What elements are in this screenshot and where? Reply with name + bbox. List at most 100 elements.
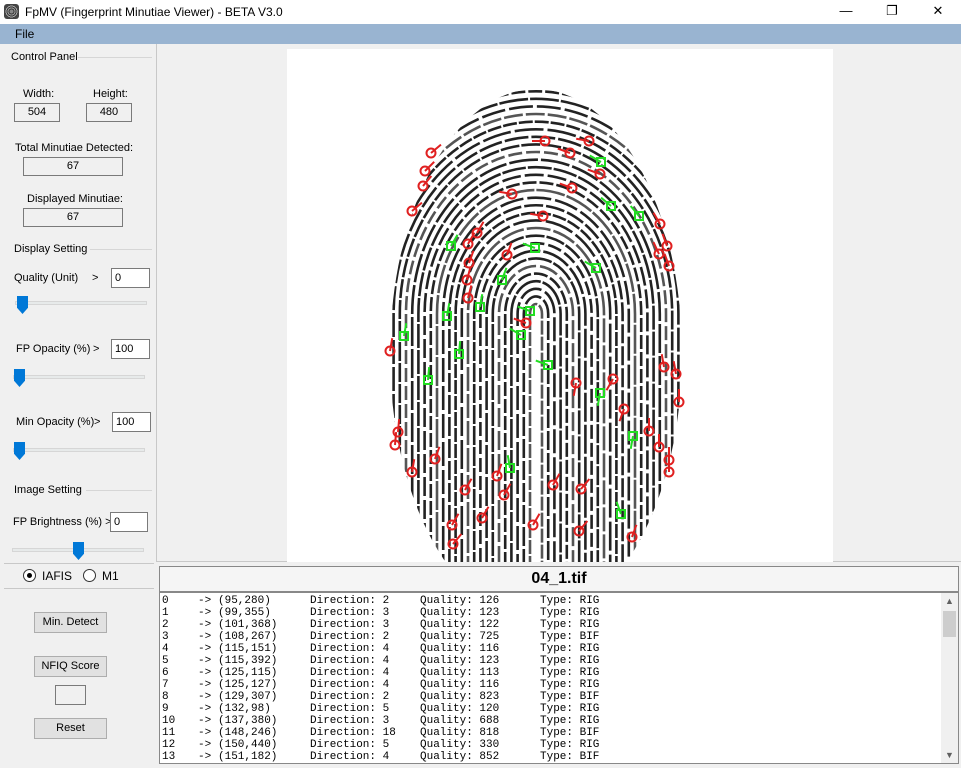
list-cell-dir: Direction: 3 bbox=[310, 715, 390, 727]
bifurcation-marker bbox=[629, 205, 644, 221]
list-cell-coord: (129,307) bbox=[218, 691, 278, 703]
list-cell-id: 6 bbox=[162, 667, 169, 679]
ridge-line bbox=[390, 89, 682, 562]
ridge-ending-marker bbox=[527, 513, 541, 531]
ridge-ending-marker bbox=[547, 473, 561, 491]
list-cell-type: Type: BIF bbox=[540, 727, 600, 739]
list-cell-id: 7 bbox=[162, 679, 169, 691]
ridge-line bbox=[510, 279, 562, 562]
ridge-ending-marker bbox=[461, 267, 473, 286]
list-cell-q: Quality: 688 bbox=[420, 715, 500, 727]
height-value: 480 bbox=[86, 103, 132, 122]
scroll-thumb[interactable] bbox=[943, 611, 956, 637]
list-scrollbar[interactable]: ▲ ▼ bbox=[941, 593, 958, 763]
list-cell-dir: Direction: 5 bbox=[310, 703, 390, 715]
menu-file[interactable]: File bbox=[15, 27, 35, 41]
bifurcation-marker bbox=[522, 242, 540, 253]
list-cell-dir: Direction: 3 bbox=[310, 619, 390, 631]
list-cell-coord: (151,182) bbox=[218, 751, 278, 763]
ridge-ending-marker bbox=[425, 143, 442, 159]
list-cell-type: Type: RIG bbox=[540, 607, 600, 619]
ridge-line bbox=[390, 89, 682, 562]
ridge-ending-marker bbox=[406, 201, 423, 217]
ridge-line bbox=[410, 158, 662, 562]
width-value: 504 bbox=[14, 103, 60, 122]
list-cell-coord: (150,440) bbox=[218, 739, 278, 751]
list-cell-type: Type: BIF bbox=[540, 751, 600, 763]
quality-input[interactable]: 0 bbox=[111, 268, 150, 288]
display-setting-title: Display Setting bbox=[14, 243, 88, 255]
list-cell-id: 10 bbox=[162, 715, 176, 727]
ridge-line bbox=[454, 211, 618, 562]
min-opacity-slider-track[interactable] bbox=[13, 448, 145, 452]
fp-opacity-input[interactable]: 100 bbox=[111, 339, 150, 359]
reset-button[interactable]: Reset bbox=[34, 718, 107, 739]
list-cell-arrow: -> bbox=[198, 643, 212, 655]
quality-slider-thumb[interactable] bbox=[17, 296, 28, 314]
list-cell-id: 4 bbox=[162, 643, 169, 655]
window-title: FpMV (Fingerprint Minutiae Viewer) - BET… bbox=[25, 5, 283, 19]
fp-brightness-slider-thumb[interactable] bbox=[73, 542, 84, 560]
fp-opacity-slider-thumb[interactable] bbox=[14, 369, 25, 387]
bifurcation-marker bbox=[442, 303, 452, 321]
min-opacity-gt-label: > bbox=[94, 416, 101, 428]
list-cell-id: 5 bbox=[162, 655, 169, 667]
list-cell-id: 2 bbox=[162, 619, 169, 631]
ridge-line bbox=[491, 257, 581, 562]
maximize-button[interactable]: ❐ bbox=[886, 3, 898, 18]
ridge-line bbox=[528, 302, 544, 562]
iafis-radio[interactable] bbox=[23, 569, 36, 582]
bifurcation-marker bbox=[454, 340, 464, 359]
height-label: Height: bbox=[93, 88, 128, 100]
ridge-ending-marker bbox=[491, 463, 503, 482]
ridge-ending-marker bbox=[652, 241, 665, 260]
ridge-ending-marker bbox=[652, 212, 666, 230]
ridge-ending-marker bbox=[605, 373, 619, 391]
min-detect-button[interactable]: Min. Detect bbox=[34, 612, 107, 633]
min-opacity-slider-thumb[interactable] bbox=[14, 442, 25, 460]
list-cell-coord: (125,115) bbox=[218, 667, 278, 679]
ridge-line bbox=[390, 89, 682, 562]
bifurcation-marker bbox=[509, 327, 526, 340]
ridge-line bbox=[390, 89, 682, 562]
bifurcation-marker bbox=[475, 294, 485, 312]
list-cell-q: Quality: 818 bbox=[420, 727, 500, 739]
list-cell-arrow: -> bbox=[198, 691, 212, 703]
list-cell-q: Quality: 330 bbox=[420, 739, 500, 751]
minutiae-overlay bbox=[384, 135, 685, 550]
close-button[interactable]: ✕ bbox=[932, 3, 944, 18]
m1-label: M1 bbox=[102, 569, 119, 583]
ridge-ending-marker bbox=[419, 161, 435, 177]
list-cell-dir: Direction: 2 bbox=[310, 691, 390, 703]
list-cell-q: Quality: 120 bbox=[420, 703, 500, 715]
list-cell-type: Type: RIG bbox=[540, 595, 600, 607]
m1-radio[interactable] bbox=[83, 569, 96, 582]
ridge-ending-marker bbox=[476, 506, 490, 524]
list-cell-coord: (148,246) bbox=[218, 727, 278, 739]
scroll-up-arrow-icon[interactable]: ▲ bbox=[945, 596, 954, 606]
nfiq-score-button[interactable]: NFIQ Score bbox=[34, 656, 107, 677]
quality-slider-track[interactable] bbox=[15, 301, 147, 305]
fp-brightness-input[interactable]: 0 bbox=[110, 512, 148, 532]
list-cell-q: Quality: 126 bbox=[420, 595, 500, 607]
list-cell-dir: Direction: 4 bbox=[310, 643, 390, 655]
fingerprint-app-icon bbox=[4, 4, 19, 19]
bifurcation-marker bbox=[517, 305, 535, 316]
ridge-ending-marker bbox=[573, 520, 589, 537]
fp-opacity-slider-track[interactable] bbox=[13, 375, 145, 379]
scroll-down-arrow-icon[interactable]: ▼ bbox=[945, 750, 954, 760]
list-cell-arrow: -> bbox=[198, 595, 212, 607]
quality-gt-label: > bbox=[92, 272, 99, 284]
minimize-button[interactable]: — bbox=[839, 3, 853, 18]
list-cell-q: Quality: 123 bbox=[420, 607, 500, 619]
list-cell-q: Quality: 116 bbox=[420, 679, 500, 691]
min-opacity-input[interactable]: 100 bbox=[112, 412, 151, 432]
list-cell-q: Quality: 116 bbox=[420, 643, 500, 655]
ridge-ending-marker bbox=[499, 188, 518, 200]
list-cell-id: 3 bbox=[162, 631, 169, 643]
list-cell-dir: Direction: 2 bbox=[310, 631, 390, 643]
list-cell-q: Quality: 122 bbox=[420, 619, 500, 631]
list-cell-dir: Direction: 5 bbox=[310, 739, 390, 751]
ridge-ending-marker bbox=[429, 446, 441, 465]
